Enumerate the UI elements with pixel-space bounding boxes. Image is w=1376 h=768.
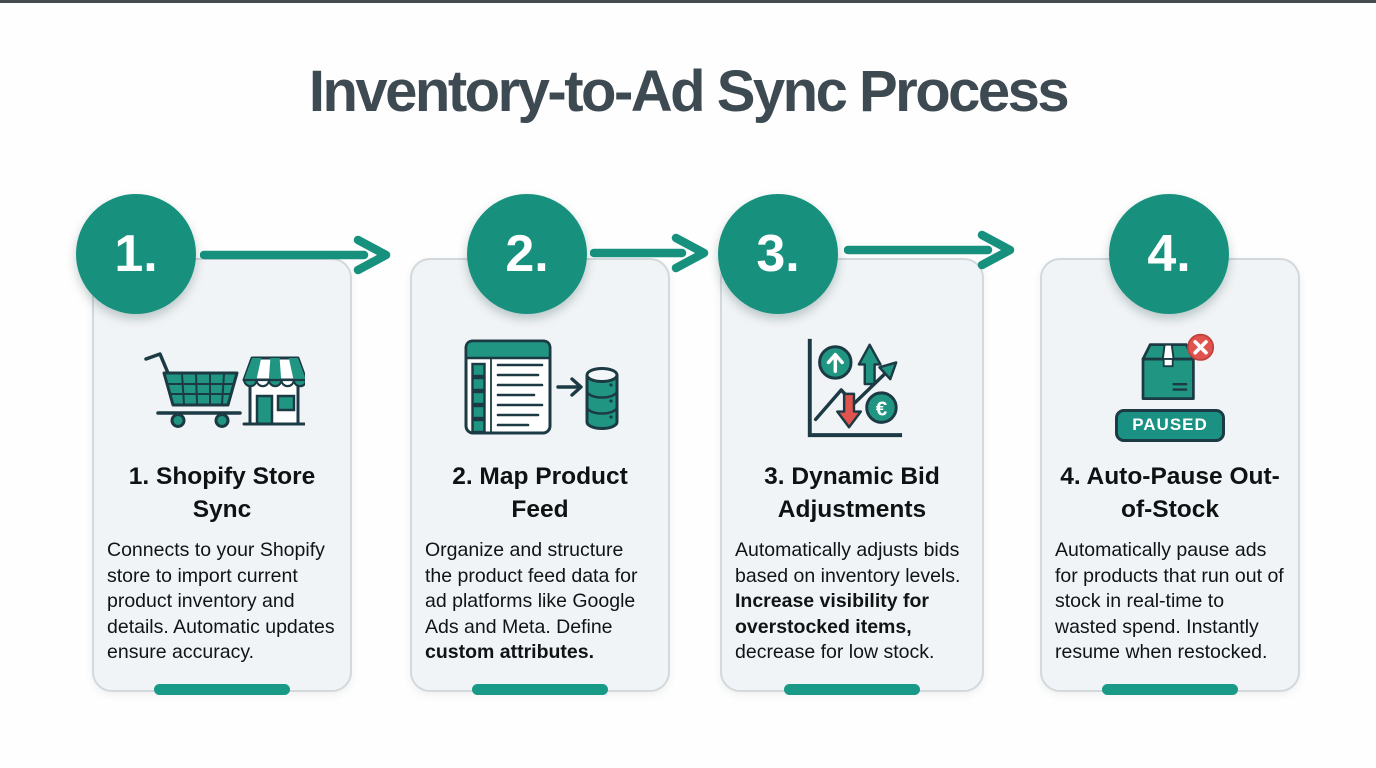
- step-description-text: Automatically pause ads for products tha…: [1055, 539, 1284, 663]
- step-description: Automatically adjusts bids based on inve…: [722, 538, 982, 666]
- step-card: € 3. Dynamic Bid Adjustments Automatical…: [720, 258, 984, 695]
- step-card: PAUSED 4. Auto-Pause Out-of-Stock Automa…: [1040, 258, 1300, 695]
- paused-package-icon: [1141, 333, 1215, 400]
- product-feed-to-database-icon: [464, 339, 619, 435]
- shopping-cart-icon: [143, 352, 242, 428]
- flow-arrow-icon: [590, 233, 709, 273]
- card-accent-bar: [784, 684, 920, 695]
- step-description-text: Connects to your Shopify store to import…: [107, 539, 335, 663]
- step-number-badge: 2.: [467, 194, 587, 314]
- storefront-icon: [242, 356, 305, 426]
- step-description-text: Automatically adjusts bids based on inve…: [735, 539, 961, 587]
- step-description: Organize and structure the product feed …: [412, 538, 668, 666]
- euro-coin-icon: €: [865, 391, 898, 424]
- bid-adjustments-chart-icon: €: [807, 338, 903, 438]
- step-title: 4. Auto-Pause Out-of-Stock: [1060, 463, 1280, 524]
- step-icon-wrap: PAUSED: [1042, 332, 1298, 442]
- arrow-right-icon: [556, 377, 583, 397]
- flow-arrow-icon: [200, 235, 391, 275]
- flow-arrow-icon: [844, 230, 1015, 270]
- database-icon: [585, 367, 619, 430]
- cart-and-storefront-icon: [143, 352, 305, 428]
- step-number-badge: 4.: [1109, 194, 1229, 314]
- step-number-badge: 1.: [76, 194, 196, 314]
- chart-axes-icon: [807, 338, 903, 438]
- up-arrow-circle-icon: [818, 345, 853, 380]
- step-title: 1. Shopify Store Sync: [128, 463, 316, 524]
- top-border-line: [0, 0, 1376, 3]
- feed-list-icon: [464, 339, 552, 435]
- step-icon-wrap: [94, 332, 350, 442]
- cancel-badge-icon: [1187, 333, 1215, 361]
- step-description-bold: custom attributes.: [425, 641, 595, 663]
- step-number-label: 3.: [756, 225, 800, 283]
- card-accent-bar: [1102, 684, 1238, 695]
- up-arrow-icon: [857, 343, 882, 386]
- card-accent-bar: [472, 684, 608, 695]
- step-description: Connects to your Shopify store to import…: [94, 538, 350, 666]
- step-icon-wrap: [412, 332, 668, 442]
- step-icon-wrap: €: [722, 332, 982, 442]
- step-description-tail: decrease for low stock.: [735, 641, 935, 663]
- step-number-label: 4.: [1147, 225, 1191, 283]
- step-description-text: Organize and structure the product feed …: [425, 539, 638, 638]
- step-number-badge: 3.: [718, 194, 838, 314]
- step-title: 3. Dynamic Bid Adjustments: [764, 463, 940, 524]
- step-number-label: 1.: [114, 225, 158, 283]
- step-title: 2. Map Product Feed: [452, 463, 628, 524]
- step-card: 2. Map Product Feed Organize and structu…: [410, 258, 670, 695]
- card-accent-bar: [154, 684, 290, 695]
- step-card: 1. Shopify Store Sync Connects to your S…: [92, 258, 352, 695]
- down-arrow-icon: [836, 392, 863, 429]
- step-description: Automatically pause ads for products tha…: [1042, 538, 1298, 666]
- step-description-bold: Increase visibility for overstocked item…: [735, 590, 930, 638]
- package-box-icon: [1141, 343, 1195, 400]
- step-number-label: 2.: [505, 225, 549, 283]
- euro-symbol: €: [876, 397, 888, 420]
- page-title: Inventory-to-Ad Sync Process: [308, 59, 1070, 124]
- paused-badge: PAUSED: [1115, 409, 1225, 442]
